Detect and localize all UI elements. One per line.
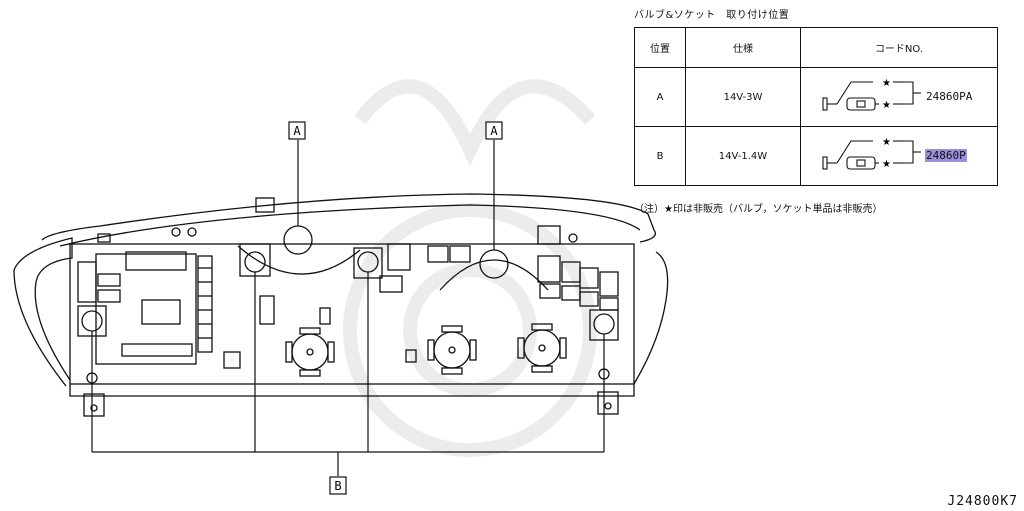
cell-code: ★ ★ 24860P (800, 126, 998, 186)
svg-text:A: A (490, 124, 498, 138)
svg-text:A: A (293, 124, 301, 138)
cell-position: A (634, 67, 686, 127)
code-number-highlighted: 24860P (925, 149, 967, 162)
svg-text:B: B (334, 479, 341, 493)
stepper-motor-1 (285, 327, 335, 377)
left-wing (13, 237, 73, 381)
gauge-pocket-right (439, 259, 549, 291)
bulb-socket-icon: ★ ★ (822, 78, 921, 111)
label-a-right: A (485, 121, 503, 140)
svg-text:★: ★ (882, 78, 891, 89)
cell-spec: 14V-1.4W (685, 126, 801, 186)
table-header-row: 位置 仕様 コードNO. (634, 27, 998, 68)
bulb-socket-table: 位置 仕様 コードNO. A 14V-3W ★ ★ 24860PA B (634, 27, 998, 186)
footnote: （注）★印は非販売（バルブ，ソケット単品は非販売） (634, 204, 883, 215)
header-position: 位置 (634, 27, 686, 68)
code-number: 24860PA (926, 90, 973, 103)
left-wing-outer (13, 269, 67, 387)
bulb-socket-b2 (239, 243, 271, 277)
table-title: バルブ&ソケット 取り付け位置 (634, 10, 790, 21)
right-wing (633, 251, 669, 385)
svg-text:★: ★ (882, 100, 891, 111)
cluster-body (69, 243, 635, 385)
bulb-socket-icon: ★ ★ (822, 137, 921, 170)
cell-position: B (634, 126, 686, 186)
cell-code: ★ ★ 24860PA (800, 67, 998, 127)
svg-text:★: ★ (882, 137, 891, 148)
gauge-pocket-left (237, 245, 361, 275)
header-code: コードNO. (800, 27, 998, 68)
figure-id: J24800K7 (947, 494, 1018, 509)
stepper-motor-2 (427, 325, 477, 375)
label-a-left: A (288, 121, 306, 140)
cluster-housing-top (41, 193, 657, 243)
table-row: A 14V-3W ★ ★ 24860PA (634, 67, 998, 127)
table-row: B 14V-1.4W ★ ★ 24860P (634, 126, 998, 186)
svg-text:★: ★ (882, 159, 891, 170)
header-spec: 仕様 (685, 27, 801, 68)
cluster-housing-inner (59, 204, 641, 247)
label-b: B (329, 476, 347, 495)
cell-spec: 14V-3W (685, 67, 801, 127)
stepper-motor-3 (517, 323, 567, 373)
